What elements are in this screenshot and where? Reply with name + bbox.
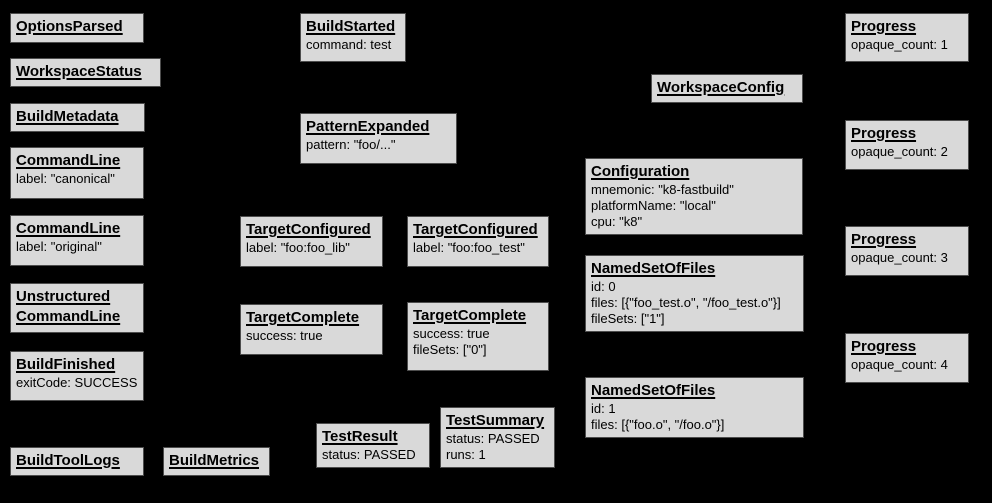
node-build-finished: BuildFinished exitCode: SUCCESS [10,351,144,401]
node-title: WorkspaceStatus [16,63,142,80]
node-title: TargetComplete [413,307,527,324]
node-body: opaque_count: 4 [851,357,948,372]
node-body: opaque_count: 1 [851,37,948,52]
node-unstructured-command-line: Unstructured CommandLine [10,283,144,333]
node-target-complete-foo-test: TargetComplete success: true fileSets: [… [407,302,549,371]
node-workspace-status: WorkspaceStatus [10,58,161,87]
node-title: NamedSetOfFiles [591,382,716,399]
node-configuration: Configuration mnemonic: "k8-fastbuild" p… [585,158,803,235]
node-title: Configuration [591,163,690,180]
node-title: BuildStarted [306,18,396,35]
node-progress-4: Progress opaque_count: 4 [845,333,969,383]
node-body: label: "foo:foo_test" [413,240,525,255]
node-title: BuildMetrics [169,452,260,469]
node-body: label: "canonical" [16,171,115,186]
node-title: TargetConfigured [246,221,371,238]
node-command-line-original: CommandLine label: "original" [10,215,144,266]
node-body: mnemonic: "k8-fastbuild" platformName: "… [591,182,734,229]
node-target-configured-foo-lib: TargetConfigured label: "foo:foo_lib" [240,216,383,267]
node-body: status: PASSED runs: 1 [446,431,540,462]
node-body: opaque_count: 2 [851,144,948,159]
node-progress-2: Progress opaque_count: 2 [845,120,969,170]
node-title: Unstructured CommandLine [16,288,121,325]
node-title: TargetComplete [246,309,360,326]
node-options-parsed: OptionsParsed [10,13,144,43]
node-build-tool-logs: BuildToolLogs [10,447,144,476]
node-body: exitCode: SUCCESS [16,375,138,390]
node-body: label: "foo:foo_lib" [246,240,350,255]
node-title: OptionsParsed [16,18,123,35]
node-title: BuildFinished [16,356,116,373]
node-title: TargetConfigured [413,221,538,238]
node-title: PatternExpanded [306,118,430,135]
node-target-complete-foo-lib: TargetComplete success: true [240,304,383,355]
node-progress-1: Progress opaque_count: 1 [845,13,969,62]
node-pattern-expanded: PatternExpanded pattern: "foo/..." [300,113,457,164]
node-progress-3: Progress opaque_count: 3 [845,226,969,276]
node-body: command: test [306,37,392,52]
node-body: status: PASSED [322,447,416,462]
node-build-metadata: BuildMetadata [10,103,145,132]
node-build-metrics: BuildMetrics [163,447,270,476]
node-body: opaque_count: 3 [851,250,948,265]
node-command-line-canonical: CommandLine label: "canonical" [10,147,144,199]
node-title: WorkspaceConfig [657,79,785,96]
node-title: BuildMetadata [16,108,119,125]
node-target-configured-foo-test: TargetConfigured label: "foo:foo_test" [407,216,549,267]
node-title: CommandLine [16,220,121,237]
node-title: CommandLine [16,152,121,169]
node-title: TestSummary [446,412,545,429]
node-build-started: BuildStarted command: test [300,13,406,62]
node-named-set-of-files-0: NamedSetOfFiles id: 0 files: [{"foo_test… [585,255,804,332]
node-title: NamedSetOfFiles [591,260,716,277]
node-workspace-config: WorkspaceConfig [651,74,803,103]
node-test-summary: TestSummary status: PASSED runs: 1 [440,407,555,468]
node-title: BuildToolLogs [16,452,120,469]
node-body: success: true fileSets: ["0"] [413,326,490,357]
node-test-result: TestResult status: PASSED [316,423,430,468]
node-named-set-of-files-1: NamedSetOfFiles id: 1 files: [{"foo.o", … [585,377,804,438]
node-body: label: "original" [16,239,102,254]
node-body: pattern: "foo/..." [306,137,396,152]
node-body: success: true [246,328,323,343]
node-body: id: 1 files: [{"foo.o", "/foo.o"}] [591,401,725,432]
node-title: Progress [851,18,917,35]
node-title: Progress [851,231,917,248]
node-body: id: 0 files: [{"foo_test.o", "/foo_test.… [591,279,781,326]
node-title: TestResult [322,428,398,445]
node-title: Progress [851,125,917,142]
node-title: Progress [851,338,917,355]
